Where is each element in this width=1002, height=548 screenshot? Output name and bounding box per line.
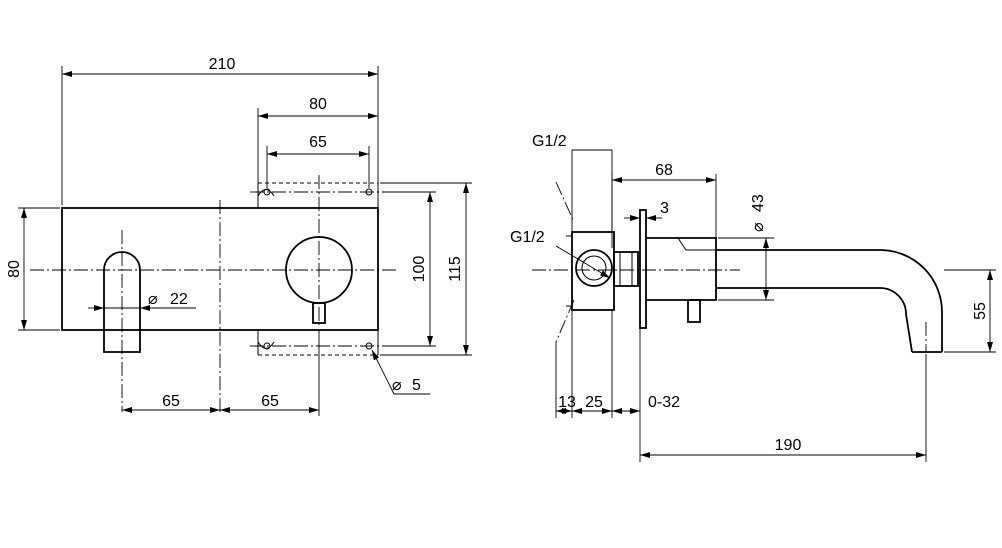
dim-spout-dia-symbol-side: ⌀ [750, 222, 767, 232]
dim-spout-dia-side: 43 [750, 194, 767, 212]
dim-13: 13 [558, 394, 576, 411]
dim-spout-dia-symbol: ⌀ [148, 291, 158, 308]
dim-total-reach: 190 [775, 437, 802, 454]
front-view: 210 80 65 80 100 115 ⌀ 22 ⌀ 5 [6, 56, 472, 416]
dim-plate-height: 80 [6, 260, 23, 278]
dim-plate-thickness: 3 [660, 200, 669, 217]
side-view: G1/2 G1/2 68 3 ⌀ 43 55 13 25 0-32 [510, 133, 996, 462]
dim-offset-right: 65 [261, 393, 279, 410]
spout-side [716, 249, 943, 352]
dim-25: 25 [585, 394, 603, 411]
dim-spout-dia: 22 [170, 291, 188, 308]
label-thread-top: G1/2 [532, 133, 567, 150]
dim-spout-length: 68 [655, 162, 673, 179]
dim-height-115: 115 [447, 256, 464, 282]
dim-hole-dia-symbol: ⌀ [392, 377, 402, 394]
dim-hole-dia: 5 [412, 377, 421, 394]
spout-front [103, 251, 141, 353]
dim-adjust-range: 0-32 [648, 394, 680, 411]
label-thread-body: G1/2 [510, 229, 545, 246]
valve-body [571, 231, 615, 311]
dim-overall-width: 210 [209, 56, 236, 73]
dim-mount-inner: 65 [309, 134, 327, 151]
dim-drop-height: 55 [972, 302, 989, 320]
dim-height-100: 100 [411, 256, 428, 283]
dim-offset-left: 65 [162, 393, 180, 410]
mounting-box-outline [257, 182, 379, 356]
dim-mount-outer: 80 [309, 96, 327, 113]
valve-inlet [575, 249, 613, 287]
wall-plate [639, 209, 647, 329]
